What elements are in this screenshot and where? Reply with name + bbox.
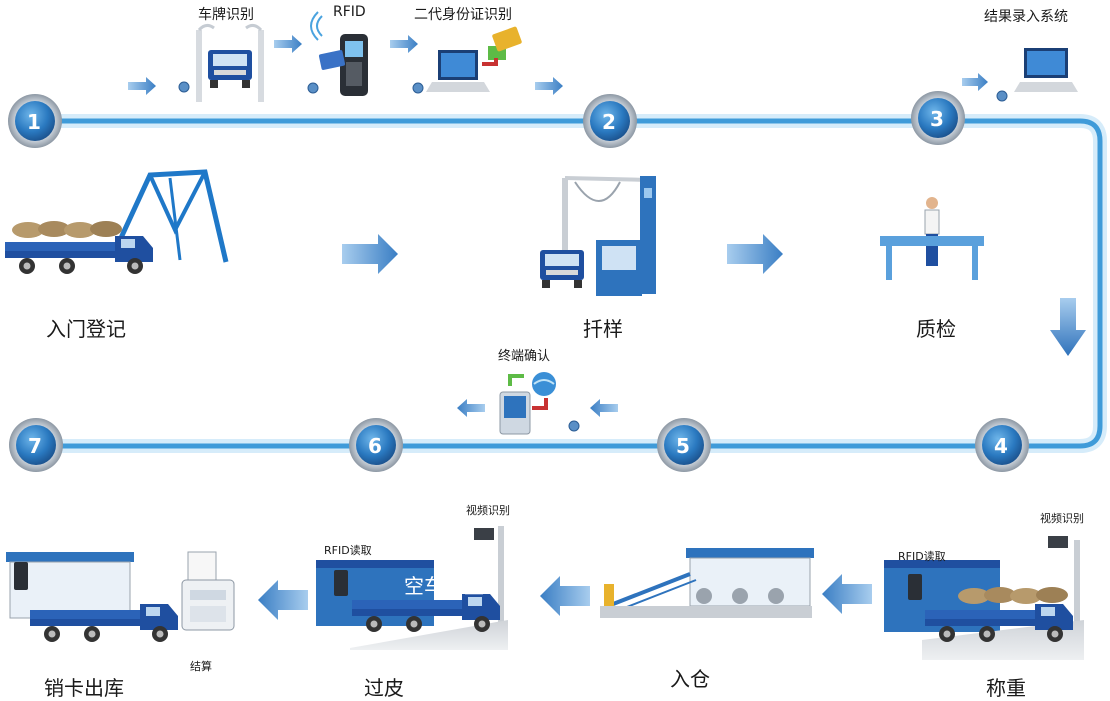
step-circle-5 — [657, 418, 711, 472]
plate-recognition-label: 车牌识别 — [198, 7, 254, 23]
step-circle-7 — [9, 418, 63, 472]
entry-registration-scene — [5, 169, 229, 274]
tare-weighing-scene — [316, 526, 508, 650]
rfid-label: RFID — [333, 4, 366, 20]
flow-track — [28, 114, 1107, 453]
id-card-reader-icon — [426, 26, 522, 92]
checkout-scene — [6, 552, 178, 642]
step-circle-6 — [349, 418, 403, 472]
step-label-inspection: 质检 — [916, 317, 956, 341]
weighing-scene — [884, 536, 1084, 660]
terminal-confirm-icon — [457, 372, 618, 435]
id-card-label: 二代身份证识别 — [414, 7, 512, 23]
settlement-printer-icon — [181, 551, 235, 631]
step-number-2: 2 — [602, 110, 616, 134]
step-circle-2 — [583, 94, 637, 148]
step-circle-4 — [975, 418, 1029, 472]
step-label-weighing: 称重 — [986, 676, 1026, 700]
top-flow-arrows — [128, 35, 1008, 102]
warehouse-scene — [600, 548, 814, 618]
step-label-sampling: 扦样 — [583, 317, 623, 341]
plate-recognition-gate — [196, 23, 264, 102]
settlement-label: 结算 — [190, 660, 212, 673]
step-label-tare: 过皮 — [364, 676, 404, 700]
sampling-station-scene — [540, 176, 656, 296]
terminal-confirm-label: 终端确认 — [498, 349, 551, 364]
mid-flow-arrows — [342, 234, 1086, 356]
rfid-read-label-1: RFID读取 — [324, 544, 372, 557]
result-entry-label: 结果录入系统 — [984, 9, 1068, 25]
step-number-3: 3 — [930, 107, 944, 131]
step-number-1: 1 — [27, 110, 41, 134]
step-number-4: 4 — [994, 434, 1008, 458]
step-number-6: 6 — [368, 434, 382, 458]
rfid-handheld-icon — [310, 11, 368, 96]
step-label-storage: 入仓 — [670, 667, 710, 691]
rfid-read-label-2: RFID读取 — [898, 550, 946, 563]
video-recognition-label-1: 视频识别 — [466, 504, 510, 517]
step-label-entry: 入门登记 — [46, 317, 126, 341]
step-circle-1 — [8, 94, 62, 148]
step-circle-3 — [911, 91, 965, 145]
result-entry-computer-icon — [1014, 48, 1078, 92]
step-label-checkout: 销卡出库 — [44, 676, 124, 700]
empty-weigh-label: 空车称重 — [404, 574, 484, 598]
quality-inspection-scene — [880, 197, 984, 280]
video-recognition-label-2: 视频识别 — [1040, 512, 1084, 525]
step-number-7: 7 — [28, 434, 42, 458]
step-number-5: 5 — [676, 434, 690, 458]
bottom-flow-arrows — [258, 574, 872, 620]
